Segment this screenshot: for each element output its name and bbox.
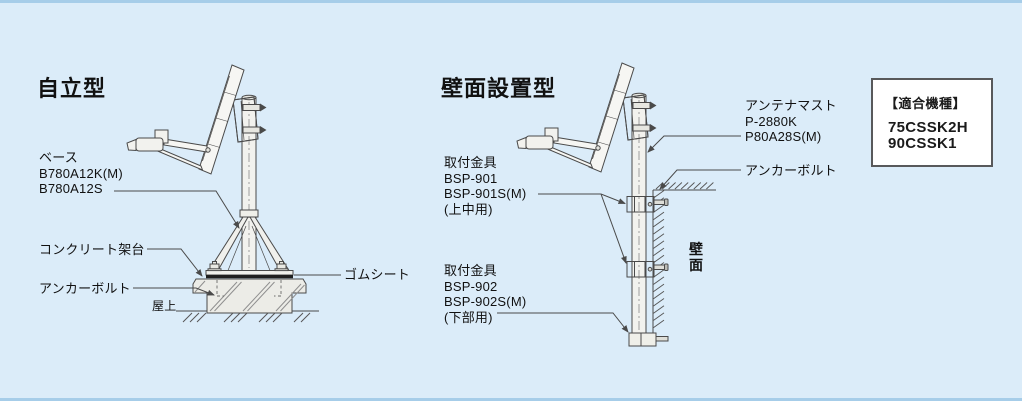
lower-wall-bracket bbox=[628, 332, 669, 347]
wallmount-title: 壁面設置型 bbox=[441, 76, 557, 101]
plate-bolts bbox=[207, 261, 289, 272]
concrete-mount-label: コンクリート架台 bbox=[39, 242, 145, 257]
rubber-sheet-label: ゴムシート bbox=[344, 267, 411, 282]
wallmount-diagram bbox=[497, 62, 741, 347]
bottom-edge-strip bbox=[0, 398, 1022, 401]
antenna-mast-label: アンテナマスト P-2880K P80A28S(M) bbox=[745, 98, 837, 144]
compatible-models-box: 【適合機種】 75CSSK2H 90CSSK1 bbox=[871, 78, 993, 167]
upper-bracket-label: 取付金具 BSP-901 BSP-901S(M) (上中用) bbox=[444, 155, 527, 217]
wall-surface-label: 壁 面 bbox=[689, 241, 703, 273]
compatible-models-title: 【適合機種】 bbox=[885, 96, 967, 111]
wall bbox=[652, 182, 716, 345]
roof-line bbox=[176, 310, 319, 323]
leader-lines-right bbox=[497, 135, 741, 333]
roof-label: 屋上 bbox=[152, 299, 177, 313]
freestanding-title: 自立型 bbox=[37, 76, 107, 101]
model-item: 75CSSK2H bbox=[888, 119, 968, 136]
upper-wall-bracket bbox=[626, 196, 669, 213]
top-edge-strip bbox=[0, 0, 1022, 3]
mast bbox=[241, 94, 257, 272]
anchor-bolt-label-left: アンカーボルト bbox=[39, 281, 131, 296]
rubber-sheet bbox=[206, 275, 293, 279]
base-label: ベース B780A12K(M) B780A12S bbox=[39, 150, 123, 196]
compatible-models-list: 75CSSK2H 90CSSK1 bbox=[888, 120, 991, 152]
model-item: 90CSSK1 bbox=[888, 135, 957, 152]
leader-lines-left bbox=[114, 190, 341, 296]
middle-wall-bracket bbox=[626, 261, 669, 278]
lower-bracket-label: 取付金具 BSP-902 BSP-902S(M) (下部用) bbox=[444, 263, 527, 325]
anchor-bolt-label-right: アンカーボルト bbox=[745, 163, 837, 178]
freestanding-diagram bbox=[114, 64, 341, 323]
base-plate bbox=[205, 270, 294, 276]
concrete-pedestal bbox=[192, 278, 307, 314]
